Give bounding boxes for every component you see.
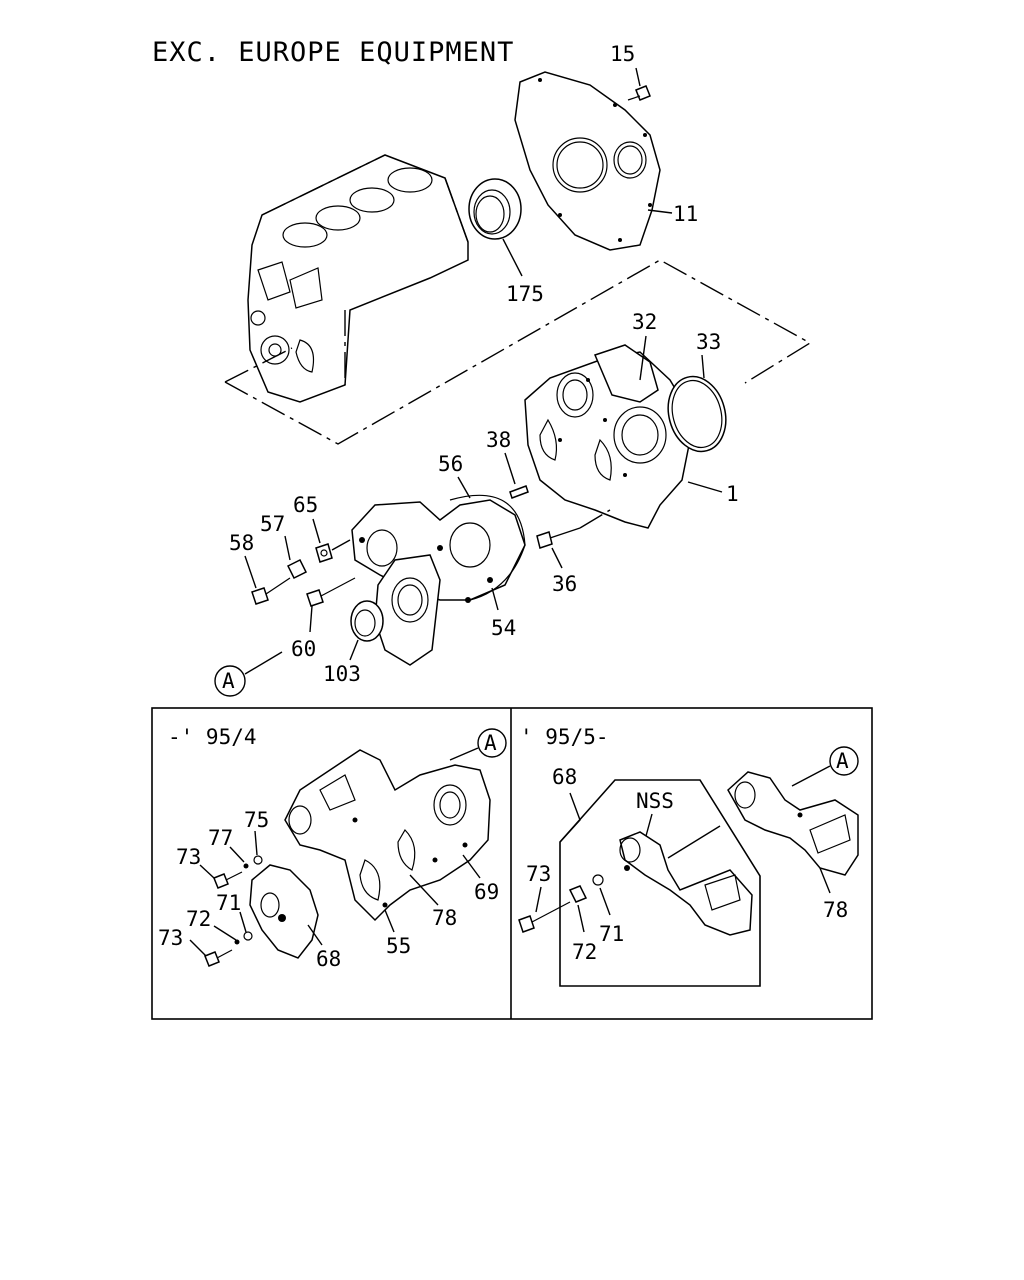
- o-ring-33: [667, 375, 727, 453]
- ring-65: [315, 543, 333, 563]
- svg-text:A: A: [484, 731, 497, 755]
- inset-left: -' 95/4 A: [168, 725, 507, 967]
- label-60: 60: [291, 637, 316, 661]
- bolt-36: [536, 527, 581, 549]
- svg-text:A: A: [836, 749, 849, 773]
- label-175: 175: [506, 282, 544, 306]
- inset-right: ' 95/5- NSS A: [518, 725, 859, 987]
- timing-gear-case: [524, 344, 691, 529]
- flywheel-housing-plate: [514, 71, 661, 251]
- label-58: 58: [229, 531, 254, 555]
- label-65: 65: [293, 493, 318, 517]
- front-oil-seal-103: [350, 600, 384, 642]
- label-l78: 78: [432, 906, 457, 930]
- label-r68: 68: [552, 765, 577, 789]
- rear-oil-seal: [468, 178, 522, 240]
- label-38: 38: [486, 428, 511, 452]
- cap-57: [286, 558, 308, 580]
- label-33: 33: [696, 330, 721, 354]
- label-l75: 75: [244, 808, 269, 832]
- label-l68: 68: [316, 947, 341, 971]
- label-l69: 69: [474, 880, 499, 904]
- callout-a-main: A: [214, 651, 283, 697]
- label-l73b: 73: [158, 926, 183, 950]
- label-11: 11: [673, 202, 698, 226]
- engine-block: [247, 154, 469, 403]
- inset-frame: [151, 707, 873, 1020]
- label-r73: 73: [526, 862, 551, 886]
- label-l77: 77: [208, 826, 233, 850]
- label-l72: 72: [186, 907, 211, 931]
- label-r78: 78: [823, 898, 848, 922]
- nss-label: NSS: [636, 789, 674, 813]
- diagram-title: EXC. EUROPE EQUIPMENT: [152, 37, 514, 68]
- inset-left-label: -' 95/4: [168, 725, 257, 749]
- label-r71: 71: [599, 922, 624, 946]
- label-15: 15: [610, 42, 635, 66]
- label-1: 1: [726, 482, 739, 506]
- label-r72: 72: [572, 940, 597, 964]
- label-54: 54: [491, 616, 516, 640]
- bolt-15: [627, 85, 651, 101]
- inset-right-label: ' 95/5-: [520, 725, 609, 749]
- label-l55: 55: [386, 934, 411, 958]
- svg-text:A: A: [222, 669, 235, 693]
- bolt-58: [251, 577, 291, 605]
- assembly-plane: [224, 259, 812, 445]
- dowel-pin-38: [509, 485, 529, 499]
- label-32: 32: [632, 310, 657, 334]
- label-l73a: 73: [176, 845, 201, 869]
- label-36: 36: [552, 572, 577, 596]
- bolt-60: [306, 577, 356, 607]
- label-l71: 71: [216, 891, 241, 915]
- gasket-56: [449, 494, 526, 601]
- front-seal-housing: [374, 554, 441, 666]
- label-56: 56: [438, 452, 463, 476]
- label-57: 57: [260, 512, 285, 536]
- label-103: 103: [323, 662, 361, 686]
